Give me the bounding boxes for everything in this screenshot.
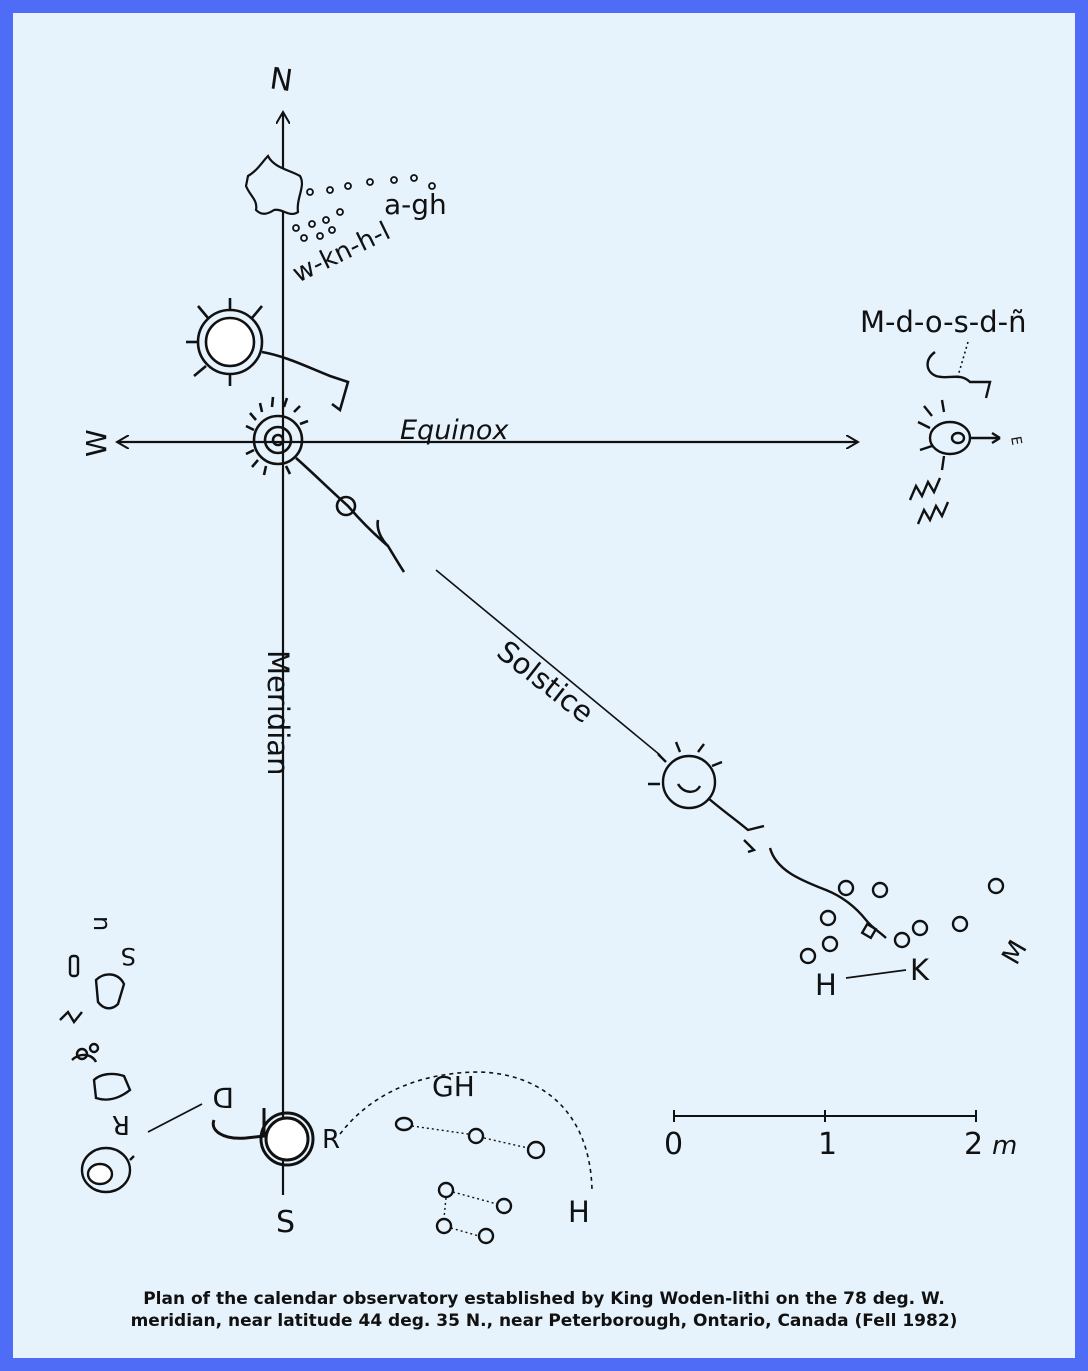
caption-line-1: Plan of the calendar observatory establi… [143,1289,945,1309]
east-sun-glyph [908,351,1001,525]
equinox-label: Equinox [400,415,509,446]
east-inscription-pointer [957,341,969,377]
north-inscription-a: a-gh [384,188,447,221]
n-west-label: n [88,916,116,931]
r-south-label: R [322,1125,340,1155]
north-inscription-b: w-kn-h-l [288,216,395,289]
k-label: K [910,953,930,987]
hk-connector [845,969,907,979]
gh-label: GH [432,1070,475,1103]
scale-tick-2: 2 [964,1127,983,1162]
s-west-label: S [121,942,136,970]
scale-bar [673,1110,977,1122]
scale-tick-0: 0 [664,1127,683,1162]
east-inscription: M-d-o-s-d-ñ [860,305,1026,339]
south-dot-links [411,1125,529,1237]
solstice-label: Solstice [491,634,601,730]
east-label: E [1007,435,1024,447]
hk-dot-cluster [799,877,1005,965]
equinox-sun-glyph [245,396,406,573]
h-label: H [815,968,837,1002]
meridian-label: Meridian [261,650,295,775]
m-label: M [996,935,1033,969]
sun-glyph-north [186,298,350,413]
caption-line-2: meridian, near latitude 44 deg. 35 N., n… [130,1311,958,1331]
d-west-label: D [212,1081,234,1114]
stag-glyph [244,154,304,216]
scale-unit: m [992,1131,1017,1161]
west-glyph-cluster [59,954,135,1194]
west-label: W [80,429,113,457]
south-sun-glyph [211,1108,315,1167]
r-west-label: R [112,1109,130,1139]
north-label: N [268,61,295,99]
south-dots [394,1116,546,1245]
gh-arc [339,1071,593,1191]
h2-label: H [568,1195,590,1229]
south-label: S [276,1205,295,1240]
solstice-sun-glyph [648,741,887,940]
scale-tick-1: 1 [818,1127,837,1162]
figure-caption: Plan of the calendar observatory establi… [40,1288,1048,1332]
west-connector [147,1103,203,1133]
north-dots [292,174,436,242]
solstice-line [435,569,661,756]
